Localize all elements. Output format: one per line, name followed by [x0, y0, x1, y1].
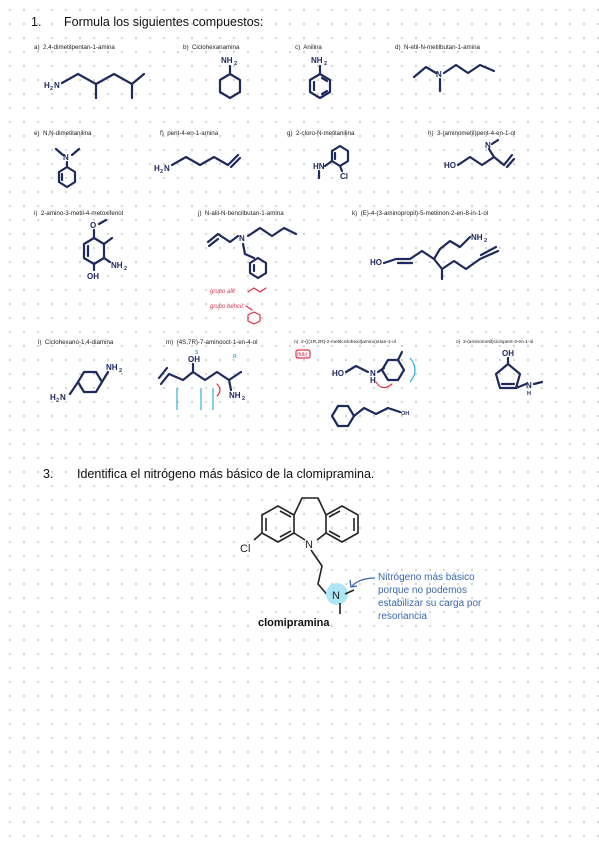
structure-j: N grupo alil: grupo bencil: [206, 226, 298, 325]
svg-text:grupo alil:: grupo alil: [210, 289, 236, 295]
item-h-label: h) 3-(aminometil)pent-4-en-1-ol [428, 130, 516, 137]
structure-b: NH 2 [218, 56, 242, 100]
compound-name: clomipramina [258, 617, 330, 629]
note-line-4: resonancia [378, 611, 427, 622]
section-3-number: 3. [43, 467, 54, 481]
svg-text:N: N [164, 164, 170, 173]
structure-n: (fdb) HO N H OH [295, 349, 416, 428]
svg-text:N: N [60, 393, 66, 402]
section-1-title: Formula los siguientes compuestos: [64, 15, 264, 29]
svg-text:2: 2 [160, 169, 163, 175]
item-d-label: d) N-etil-N-metilbutan-1-amina [395, 44, 480, 51]
item-j-label: j) N-alil-N-bencilbutan-1-amina [198, 210, 284, 217]
svg-text:HO: HO [370, 258, 382, 267]
svg-text:HO: HO [332, 369, 344, 378]
svg-text:2: 2 [119, 368, 122, 374]
structure-o: OH N H [494, 349, 544, 397]
section-1-number: 1. [31, 15, 42, 29]
svg-text:N: N [370, 369, 376, 378]
svg-text:HN: HN [313, 162, 325, 171]
structure-a: H 2 N [44, 72, 146, 100]
svg-text:2: 2 [234, 61, 237, 67]
item-m-label: m) (4S,7R)-7-aminooct-1-en-4-ol [166, 339, 258, 346]
item-g-label: g) 2-cloro-N-metilanilina [287, 130, 355, 137]
structure-g: HN Cl [313, 144, 350, 181]
item-e-label: e) N,N-dimetilanilina [34, 130, 92, 137]
item-c-label: c) Anilina [295, 44, 322, 51]
svg-text:H: H [527, 391, 531, 397]
svg-text:NH: NH [311, 56, 323, 65]
structure-i: O NH 2 OH [82, 218, 127, 281]
note-line-2: porque no podemos [378, 585, 467, 596]
svg-text:N: N [54, 81, 60, 90]
structure-k: HO NH 2 [370, 233, 500, 281]
svg-text:2: 2 [324, 61, 327, 67]
item-b-label: b) Ciclohexanamina [183, 44, 240, 51]
structure-m: OH NH 2 S R [157, 350, 245, 410]
clomipramine-structure: N Cl N Nitrógeno más básico porque no po… [240, 497, 482, 629]
svg-text:OH: OH [188, 355, 200, 364]
item-o-label: o) 3-(aminometil)ciclopent-3-en-1-ol [456, 340, 534, 345]
basic-nitrogen: N [332, 590, 340, 602]
svg-text:N: N [63, 153, 69, 162]
svg-text:N: N [239, 234, 245, 243]
svg-text:R: R [233, 354, 237, 360]
svg-text:OH: OH [401, 411, 409, 417]
svg-text:OH: OH [87, 272, 99, 281]
svg-text:2: 2 [242, 396, 245, 402]
structure-c: NH 2 [308, 56, 332, 100]
item-a-label: a) 2,4-dimetilpentan-1-amina [34, 44, 115, 51]
item-n-label: n) 2-(((1R,2R)-2-metilciclohexil)amino)e… [294, 340, 396, 345]
svg-text:2: 2 [124, 266, 127, 272]
svg-text:2: 2 [50, 86, 53, 92]
item-i-label: i) 2-amino-3-metil-4-metoxifenol [34, 210, 124, 217]
structure-l: H 2 N NH 2 [50, 363, 122, 404]
svg-text:(fdb): (fdb) [297, 352, 308, 358]
svg-text:H: H [154, 164, 160, 173]
svg-text:NH: NH [471, 233, 483, 242]
note-line-3: estabilizar su carga por [378, 598, 482, 609]
svg-text:grupo bencil:: grupo bencil: [210, 304, 245, 310]
item-l-label: l) Ciclohexano-1,4-diamina [38, 339, 114, 346]
structure-f: H 2 N [154, 153, 242, 175]
svg-text:2: 2 [56, 398, 59, 404]
chlorine-label: Cl [240, 543, 250, 555]
structure-e: N [54, 147, 81, 189]
svg-text:N: N [485, 141, 491, 150]
svg-text:S: S [195, 350, 199, 356]
basic-nitrogen-highlight [326, 583, 348, 605]
svg-text:N: N [436, 70, 442, 79]
structure-d: N [412, 63, 496, 93]
item-k-label: k) (E)-4-(3-aminopropil)-5-metilnon-2-en… [352, 210, 489, 217]
svg-text:NH: NH [111, 261, 123, 270]
svg-text:H: H [50, 393, 56, 402]
svg-text:NH: NH [106, 363, 118, 372]
svg-text:N: N [526, 381, 532, 390]
svg-text:2: 2 [484, 238, 487, 244]
svg-text:NH: NH [221, 56, 233, 65]
svg-text:NH: NH [229, 391, 241, 400]
structure-h: HO N [444, 138, 516, 170]
section-3-title: Identifica el nitrógeno más básico de la… [77, 467, 375, 481]
note-line-1: Nitrógeno más básico [378, 572, 475, 583]
svg-text:HO: HO [444, 161, 456, 170]
ring-nitrogen: N [305, 539, 313, 551]
svg-text:H: H [370, 376, 376, 385]
svg-text:OH: OH [502, 349, 514, 358]
item-f-label: f) pent-4-en-1-amina [160, 130, 219, 137]
svg-text:O: O [90, 221, 96, 230]
svg-text:Cl: Cl [340, 172, 348, 181]
svg-text:H: H [44, 81, 50, 90]
